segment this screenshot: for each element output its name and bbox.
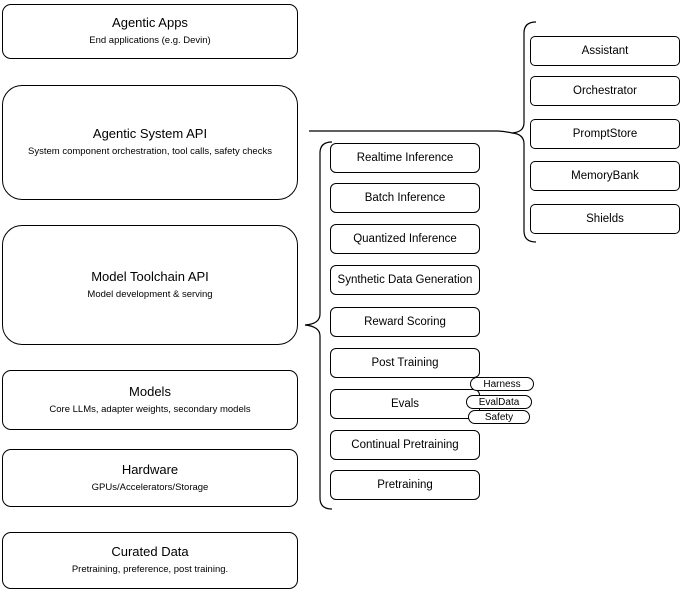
node-title: Agentic Apps bbox=[112, 15, 188, 31]
node-label: Safety bbox=[484, 411, 514, 423]
node-curated-data: Curated Data Pretraining, preference, po… bbox=[2, 532, 298, 589]
node-evals-harness: Harness bbox=[470, 377, 534, 391]
node-label: Orchestrator bbox=[573, 85, 637, 97]
node-label: Pretraining bbox=[377, 479, 433, 491]
node-hardware: Hardware GPUs/Accelerators/Storage bbox=[2, 449, 298, 507]
node-realtime-inference: Realtime Inference bbox=[330, 143, 480, 173]
node-subtitle: End applications (e.g. Devin) bbox=[89, 35, 211, 47]
node-title: Models bbox=[129, 383, 171, 399]
node-synthetic-data-generation: Synthetic Data Generation bbox=[330, 265, 480, 295]
node-label: Quantized Inference bbox=[353, 233, 457, 245]
node-evals-safety: Safety bbox=[468, 410, 530, 424]
node-memorybank: MemoryBank bbox=[530, 161, 680, 191]
node-evals-evaldata: EvalData bbox=[466, 395, 532, 409]
node-label: Evals bbox=[390, 398, 420, 410]
node-label: Assistant bbox=[581, 45, 629, 57]
node-label: Batch Inference bbox=[364, 192, 446, 204]
node-label: Synthetic Data Generation bbox=[337, 274, 473, 286]
node-orchestrator: Orchestrator bbox=[530, 76, 680, 106]
node-subtitle: GPUs/Accelerators/Storage bbox=[91, 481, 209, 493]
node-agentic-system-api: Agentic System API System component orch… bbox=[2, 85, 298, 200]
node-label: EvalData bbox=[478, 396, 520, 408]
node-model-toolchain-api: Model Toolchain API Model development & … bbox=[2, 225, 298, 345]
node-label: PromptStore bbox=[572, 128, 638, 140]
node-assistant: Assistant bbox=[530, 36, 680, 66]
node-quantized-inference: Quantized Inference bbox=[330, 224, 480, 254]
node-evals: Evals bbox=[330, 389, 480, 419]
node-label: MemoryBank bbox=[571, 170, 639, 182]
brace-toolchain-components bbox=[304, 141, 333, 510]
node-label: Shields bbox=[586, 213, 624, 225]
node-shields: Shields bbox=[530, 204, 680, 234]
node-post-training: Post Training bbox=[330, 348, 480, 378]
node-pretraining: Pretraining bbox=[330, 470, 480, 500]
node-title: Model Toolchain API bbox=[91, 268, 209, 284]
node-reward-scoring: Reward Scoring bbox=[330, 307, 480, 337]
node-batch-inference: Batch Inference bbox=[330, 183, 480, 213]
node-label: Realtime Inference bbox=[356, 152, 454, 164]
node-agentic-apps: Agentic Apps End applications (e.g. Devi… bbox=[2, 4, 298, 59]
node-title: Agentic System API bbox=[92, 126, 208, 142]
node-continual-pretraining: Continual Pretraining bbox=[330, 430, 480, 460]
node-label: Harness bbox=[483, 378, 521, 390]
brace-system-components bbox=[511, 21, 537, 243]
node-label: Continual Pretraining bbox=[351, 439, 459, 451]
connector-agentic-system-to-components bbox=[309, 130, 513, 134]
node-label: Post Training bbox=[371, 357, 439, 369]
node-models: Models Core LLMs, adapter weights, secon… bbox=[2, 370, 298, 430]
node-promptstore: PromptStore bbox=[530, 119, 680, 149]
node-subtitle: Pretraining, preference, post training. bbox=[71, 564, 229, 576]
node-subtitle: Core LLMs, adapter weights, secondary mo… bbox=[49, 403, 251, 415]
node-title: Hardware bbox=[121, 461, 179, 477]
node-title: Curated Data bbox=[111, 544, 189, 560]
node-subtitle: System component orchestration, tool cal… bbox=[28, 146, 272, 158]
node-subtitle: Model development & serving bbox=[87, 288, 213, 300]
node-label: Reward Scoring bbox=[364, 316, 446, 328]
